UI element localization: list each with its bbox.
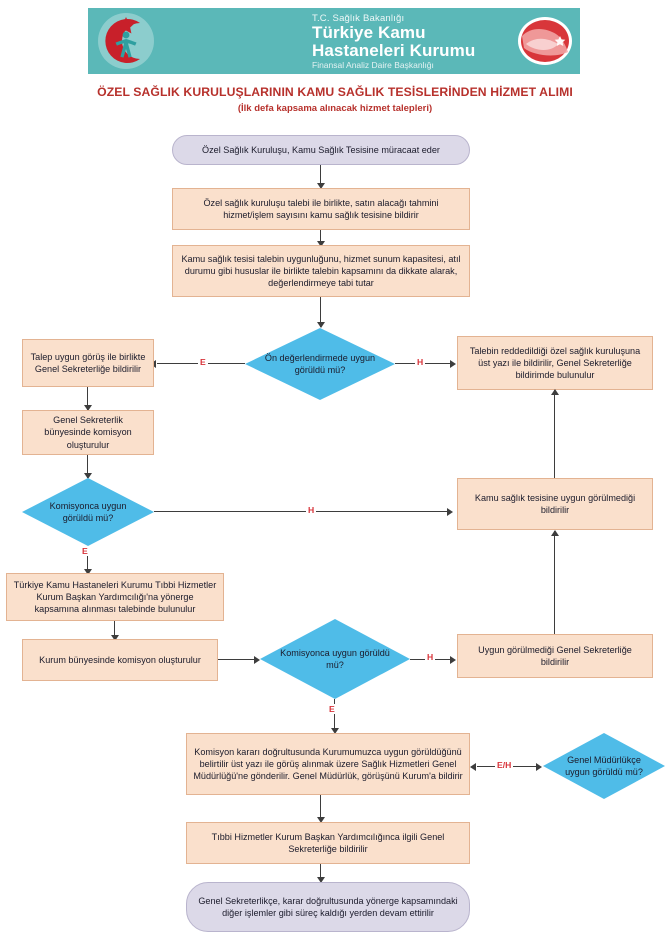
branch-label-d1-no: H (415, 357, 426, 367)
node-d1-no-box: Talebin reddedildiği özel sağlık kuruluş… (457, 336, 653, 390)
page-title: ÖZEL SAĞLIK KURULUŞLARININ KAMU SAĞLIK T… (97, 85, 573, 99)
node-start: Özel Sağlık Kuruluşu, Kamu Sağlık Tesisi… (172, 135, 470, 165)
connector-notify-to-end (320, 864, 322, 881)
banner-line-4: Finansal Analiz Daire Başkanlığı (312, 59, 434, 70)
node-decision1: Ön değerlendirmede uygun görüldü mü? (245, 328, 395, 400)
node-decision3-label: Komisyonca uygun görüldü mü? (280, 647, 390, 670)
arrowhead-up (551, 530, 559, 536)
node-commission-kurum: Kurum bünyesinde komisyon oluşturulur (22, 639, 218, 681)
connector-step3-to-decision1 (320, 297, 322, 327)
arrowhead-down (331, 728, 339, 734)
node-decision4-label: Genel Müdürlükçe uygun görüldü mü? (565, 754, 643, 777)
node-end: Genel Sekreterlikçe, karar doğrultusunda… (186, 882, 470, 932)
page-subtitle: (İlk defa kapsama alınacak hizmet talepl… (237, 103, 433, 114)
connector-decision2-yes (87, 546, 89, 573)
connector-decision3-yes (334, 699, 336, 732)
arrowhead-up (551, 389, 559, 395)
arrowhead-right (447, 508, 453, 516)
node-step2: Özel sağlık kuruluşu talebi ile birlikte… (172, 188, 470, 230)
arrowhead-right (536, 763, 542, 771)
connector-d1yes-to-commission (87, 387, 89, 410)
node-notify-gs: Tıbbi Hizmetler Kurum Başkan Yardımcılığ… (186, 822, 470, 864)
connector-step2-to-step3 (320, 230, 322, 244)
node-d2-no-label: Kamu sağlık tesisine uygun görülmediği b… (474, 492, 636, 515)
node-start-label: Özel Sağlık Kuruluşu, Kamu Sağlık Tesisi… (202, 144, 440, 155)
arrowhead-down (317, 322, 325, 328)
node-step3-label: Kamu sağlık tesisi talebin uygunluğunu, … (181, 253, 461, 289)
branch-label-d4-both: E/H (495, 760, 514, 770)
arrowhead-down (317, 877, 325, 883)
node-notify-gs-label: Tıbbi Hizmetler Kurum Başkan Yardımcılığ… (211, 831, 445, 854)
branch-label-d3-yes: E (327, 704, 337, 714)
node-decision2-label: Komisyonca uygun görüldü mü? (49, 500, 127, 523)
connector-sagbak-to-notify (320, 795, 322, 821)
banner-line-1: T.C. Sağlık Bakanlığı (312, 13, 405, 24)
arrowhead-right (450, 360, 456, 368)
connector-decision2-no (154, 511, 449, 513)
node-decision1-label: Ön değerlendirmede uygun görüldü mü? (264, 352, 376, 375)
connector-d3nobox-to-d2nobox (554, 531, 556, 634)
node-tkhk-request: Türkiye Kamu Hastaneleri Kurumu Tıbbi Hi… (6, 573, 224, 621)
banner-text-block: T.C. Sağlık Bakanlığı Türkiye Kamu Hasta… (312, 14, 532, 70)
connector-d2nobox-to-d1nobox (554, 390, 556, 478)
arrowhead-down (317, 183, 325, 189)
arrowhead-left (470, 763, 476, 771)
node-commission-gs-label: Genel Sekreterlik bünyesinde komisyon ol… (44, 415, 132, 450)
node-step2-label: Özel sağlık kuruluşu talebi ile birlikte… (203, 197, 439, 220)
node-d1-no-label: Talebin reddedildiği özel sağlık kuruluş… (469, 345, 641, 381)
node-d2-no-box: Kamu sağlık tesisine uygun görülmediği b… (457, 478, 653, 530)
branch-label-d1-yes: E (198, 357, 208, 367)
connector-tkhk-to-commission-kurum (114, 621, 116, 639)
node-d3-no-label: Uygun görülmediği Genel Sekreterliğe bil… (478, 644, 632, 667)
node-sagbak-label: Komisyon kararı doğrultusunda Kurumumuzc… (193, 746, 463, 782)
node-decision3: Komisyonca uygun görüldü mü? (260, 619, 410, 699)
arrowhead-down (317, 241, 325, 247)
arrowhead-down (111, 635, 119, 641)
connector-start-to-step2 (320, 165, 322, 185)
node-d1-yes-box: Talep uygun görüş ile birlikte Genel Sek… (22, 339, 154, 387)
node-decision4: Genel Müdürlükçe uygun görüldü mü? (543, 733, 665, 799)
branch-label-d2-no: H (306, 505, 317, 515)
node-end-label: Genel Sekreterlikçe, karar doğrultusunda… (198, 895, 458, 918)
branch-label-d3-no: H (425, 652, 436, 662)
arrowhead-down (317, 817, 325, 823)
arrowhead-down (84, 473, 92, 479)
connector-commission-kurum-to-decision3 (218, 659, 256, 661)
node-decision2: Komisyonca uygun görüldü mü? (22, 478, 154, 546)
arrowhead-down (84, 405, 92, 411)
branch-label-d2-yes: E (80, 546, 90, 556)
connector-commission-to-decision2 (87, 455, 89, 478)
arrowhead-right (254, 656, 260, 664)
node-d1-yes-label: Talep uygun görüş ile birlikte Genel Sek… (30, 351, 146, 374)
ministry-of-health-crescent-logo (96, 11, 156, 71)
node-commission-gs: Genel Sekreterlik bünyesinde komisyon ol… (22, 410, 154, 455)
node-d3-no-box: Uygun görülmediği Genel Sekreterliğe bil… (457, 634, 653, 678)
arrowhead-right (450, 656, 456, 664)
node-commission-kurum-label: Kurum bünyesinde komisyon oluşturulur (39, 654, 201, 665)
header-banner: T.C. Sağlık Bakanlığı Türkiye Kamu Hasta… (88, 8, 580, 74)
arrowhead-down (84, 569, 92, 575)
banner-line-3: Hastaneleri Kurumu (312, 40, 476, 60)
node-step3: Kamu sağlık tesisi talebin uygunluğunu, … (172, 245, 470, 297)
node-sagbak-box: Komisyon kararı doğrultusunda Kurumumuzc… (186, 733, 470, 795)
turkish-flag-circle-icon (516, 12, 574, 70)
node-tkhk-request-label: Türkiye Kamu Hastaneleri Kurumu Tıbbi Hi… (13, 579, 217, 615)
banner-line-2: Türkiye Kamu (312, 22, 426, 42)
